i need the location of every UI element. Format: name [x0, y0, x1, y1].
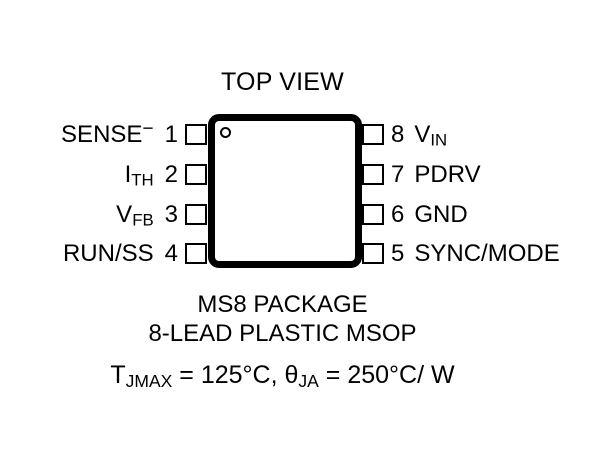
pin-signal-sub-2: TH: [131, 170, 154, 190]
pin-signal-name-2: I: [124, 160, 132, 188]
pin-signal-1: SENSE−: [61, 119, 154, 148]
pin-number-4: 4: [164, 239, 178, 267]
tjmax-value: = 125°C,: [172, 361, 285, 389]
pin-signal-6: GND: [414, 200, 468, 228]
pin-signal-5: SYNC/MODE: [414, 239, 560, 267]
thermal-spec-caption: TJMAX = 125°C, θJA = 250°C/ W: [0, 361, 565, 391]
pin-signal-2: ITH: [124, 160, 154, 190]
pin-lead-1: [185, 124, 207, 145]
package-body-outline: [208, 114, 362, 268]
pin-signal-8: VIN: [414, 120, 448, 150]
tjmax-subscript: JMAX: [125, 370, 173, 391]
pin-signal-name-6: GND: [414, 200, 468, 228]
pin-label-6: 6 GND: [391, 200, 605, 228]
pin-label-4: RUN/SS 4: [0, 239, 178, 267]
pin-signal-sub-3: FB: [132, 210, 154, 230]
pin-label-2: ITH 2: [0, 160, 178, 190]
pin-number-8: 8: [391, 120, 405, 148]
pin-label-5: 5 SYNC/MODE: [391, 239, 605, 267]
pin-lead-2: [185, 164, 207, 185]
pin-number-2: 2: [164, 160, 178, 188]
page-title: TOP VIEW: [221, 68, 344, 96]
theta-ja-value: = 250°C/ W: [318, 361, 455, 389]
pin-signal-name-4: RUN/SS: [62, 239, 154, 267]
pin-signal-sub-8: IN: [430, 130, 448, 150]
pin-lead-7: [362, 164, 384, 185]
pin-lead-5: [362, 243, 384, 264]
pin-signal-sup-1: −: [142, 117, 154, 139]
pin-number-3: 3: [164, 200, 178, 228]
package-description-caption: 8-LEAD PLASTIC MSOP: [148, 320, 417, 347]
pin-signal-4: RUN/SS: [62, 239, 154, 267]
theta-ja-symbol: θ: [284, 361, 299, 389]
pin-signal-name-1: SENSE: [61, 120, 143, 148]
package-name-caption: MS8 PACKAGE: [197, 291, 368, 318]
theta-ja-subscript: JA: [298, 370, 319, 391]
pin1-indicator-dot-icon: [220, 127, 231, 138]
pin-lead-4: [185, 243, 207, 264]
pin-lead-3: [185, 204, 207, 225]
pin-lead-6: [362, 204, 384, 225]
pin-number-1: 1: [164, 120, 178, 148]
pin-number-7: 7: [391, 160, 405, 188]
pin-label-8: 8 VIN: [391, 120, 605, 150]
pin-label-7: 7 PDRV: [391, 160, 605, 188]
pin-number-5: 5: [391, 239, 405, 267]
pin-signal-name-5: SYNC/MODE: [414, 239, 560, 267]
pin-signal-name-3: V: [116, 200, 133, 228]
pin-number-6: 6: [391, 200, 405, 228]
pin-signal-name-7: PDRV: [414, 160, 481, 188]
tjmax-symbol: T: [110, 361, 126, 389]
pin-lead-8: [362, 124, 384, 145]
pin-label-3: VFB 3: [0, 200, 178, 230]
pin-signal-7: PDRV: [414, 160, 481, 188]
pin-signal-name-8: V: [414, 120, 431, 148]
pin-signal-3: VFB: [116, 200, 154, 230]
pin-label-1: SENSE− 1: [0, 119, 178, 148]
